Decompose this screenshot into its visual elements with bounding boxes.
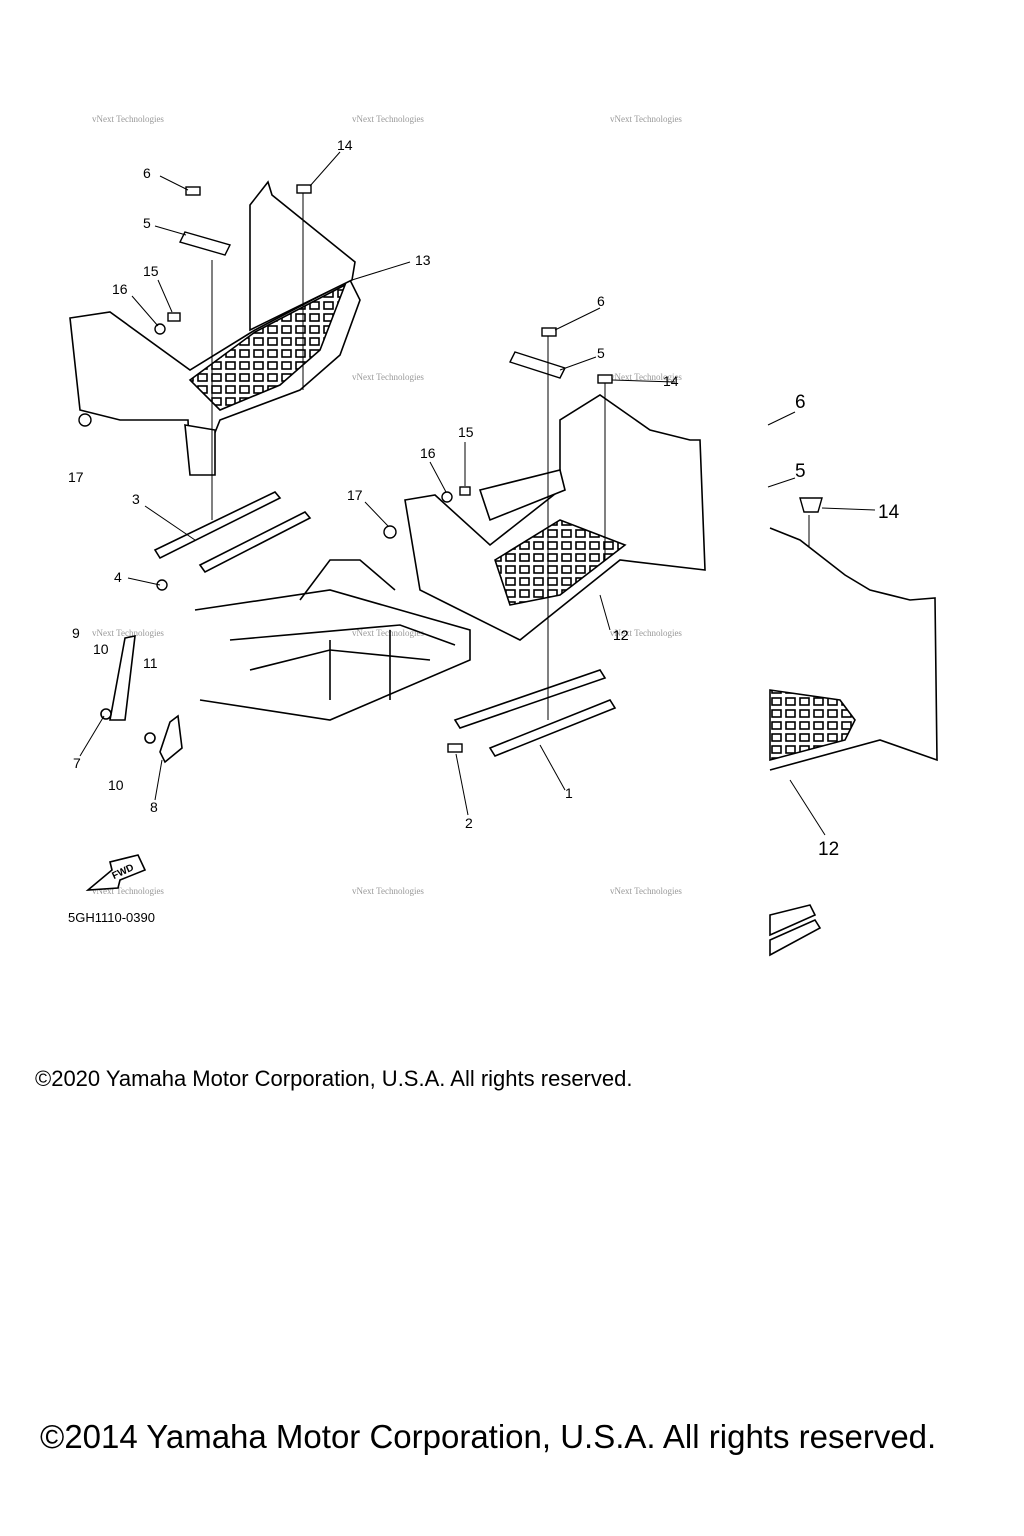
left-stay xyxy=(153,491,312,574)
callout-15: 15 xyxy=(143,263,159,279)
callout-1: 1 xyxy=(565,785,573,801)
frame xyxy=(194,559,471,721)
right-footrest xyxy=(404,394,706,641)
callout-10: 10 xyxy=(108,777,124,793)
watermark: vNext Technologies xyxy=(610,114,682,124)
callout-9: 9 xyxy=(72,625,80,641)
callout-8: 8 xyxy=(150,799,158,815)
callout-4: 4 xyxy=(114,569,122,585)
callout-12: 12 xyxy=(818,839,839,860)
detail-inset xyxy=(769,527,938,957)
parts-diagram: vNext Technologies vNext Technologies vN… xyxy=(68,114,938,957)
callout-5: 5 xyxy=(795,461,806,482)
callout-14: 14 xyxy=(337,137,353,153)
watermark: vNext Technologies xyxy=(610,628,682,638)
callout-16: 16 xyxy=(112,281,128,297)
callout-2: 2 xyxy=(465,815,473,831)
callout-6: 6 xyxy=(795,392,806,413)
callout-5: 5 xyxy=(143,215,151,231)
watermark: vNext Technologies xyxy=(610,372,682,382)
callout-14: 14 xyxy=(878,502,900,523)
callout-15: 15 xyxy=(458,424,474,440)
fasteners xyxy=(78,184,823,753)
callout-17: 17 xyxy=(68,469,84,485)
left-footrest xyxy=(69,180,361,476)
watermark: vNext Technologies xyxy=(352,372,424,382)
copyright-large: ©2014 Yamaha Motor Corporation, U.S.A. A… xyxy=(40,1418,937,1455)
callout-6: 6 xyxy=(597,293,605,309)
callout-12: 12 xyxy=(613,627,629,643)
callout-17: 17 xyxy=(347,487,363,503)
callout-12: 12 xyxy=(613,627,629,643)
callout-10: 10 xyxy=(93,641,109,657)
watermark: vNext Technologies xyxy=(352,628,424,638)
fwd-arrow-icon: FWD xyxy=(85,854,147,891)
copyright-small: ©2020 Yamaha Motor Corporation, U.S.A. A… xyxy=(35,1066,633,1091)
brake-pedal xyxy=(100,634,183,764)
callout-13: 13 xyxy=(415,252,431,268)
watermark: vNext Technologies xyxy=(92,886,164,896)
callout-5: 5 xyxy=(597,345,605,361)
callout-11: 11 xyxy=(143,655,158,671)
right-stay xyxy=(453,669,617,757)
callout-14: 14 xyxy=(663,373,679,389)
watermark: vNext Technologies xyxy=(92,114,164,124)
callouts: 1 2 3 4 5 6 7 8 9 10 10 11 12 13 14 15 1… xyxy=(68,137,900,860)
watermark: vNext Technologies xyxy=(352,886,424,896)
callout-6: 6 xyxy=(143,165,151,181)
callout-16: 16 xyxy=(420,445,436,461)
callout-3: 3 xyxy=(132,491,140,507)
watermark: vNext Technologies xyxy=(610,886,682,896)
leader-lines xyxy=(79,151,876,836)
watermark: vNext Technologies xyxy=(352,114,424,124)
watermark: vNext Technologies xyxy=(92,628,164,638)
part-number: 5GH1110-0390 xyxy=(68,910,155,925)
callout-7: 7 xyxy=(73,755,81,771)
